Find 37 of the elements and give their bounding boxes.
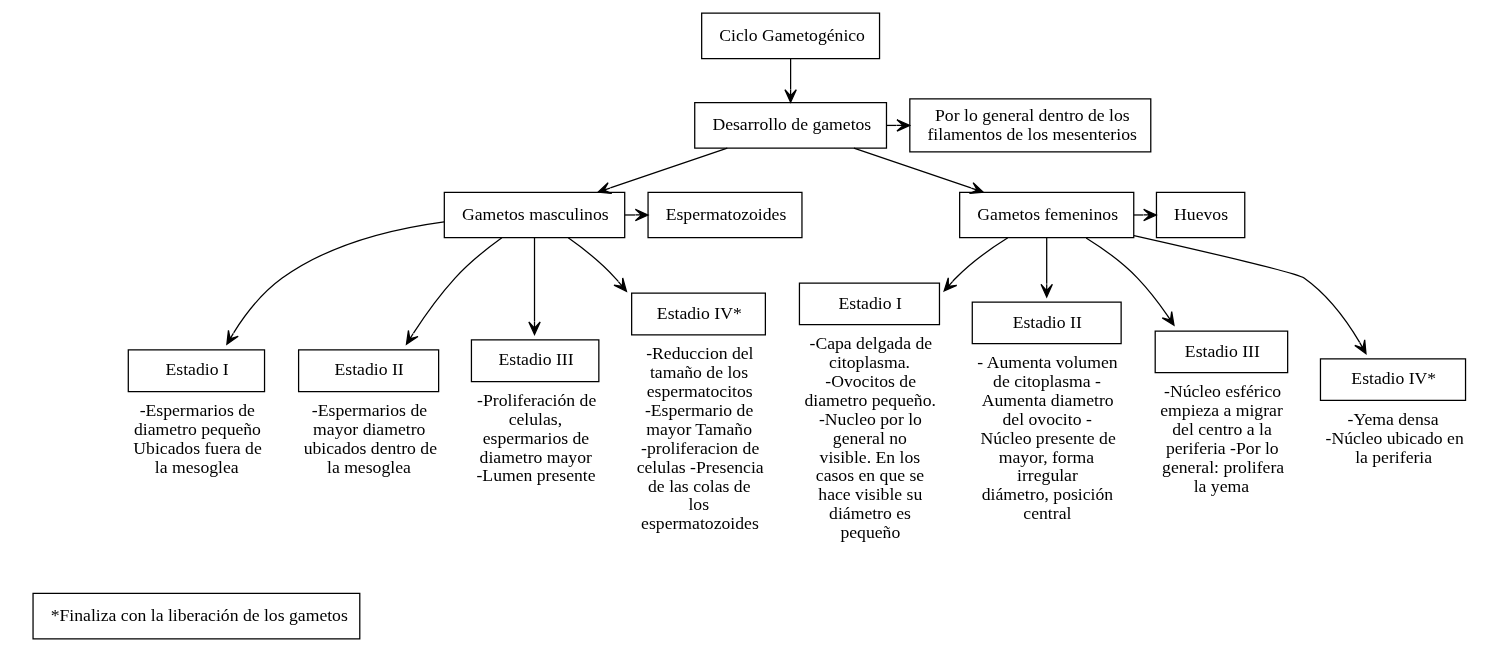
node-box: Estadio I — [798, 282, 941, 326]
node-label: -Capa delgada de citoplasma. -Ovocitos de diametro pequeño. -Nucleo por lo general no visible. En los casos en que se hace visible su diámetro es pequeño — [804, 332, 936, 543]
node-box: Desarrollo de gametos — [694, 102, 888, 149]
arrow — [943, 237, 1009, 292]
node-box: Ciclo Gametogénico — [701, 12, 881, 60]
node-box: Por lo general dentro de los filamentos de los mesenterios — [909, 98, 1152, 153]
node-box: Estadio III — [1154, 330, 1289, 374]
node-label: -Proliferación de celulas, espermarios de diametro mayor -Lumen presente — [476, 389, 597, 486]
arrow — [1040, 237, 1053, 298]
node-box: Estadio II — [971, 301, 1122, 345]
node-box: Gametos femeninos — [959, 191, 1135, 239]
arrow — [784, 58, 797, 103]
node-label: -Núcleo esférico empieza a migrar del centro a la periferia -Por lo general: prolifera la yema — [1160, 380, 1285, 496]
arrow — [528, 237, 541, 336]
node-box: Espermatozoides — [647, 191, 803, 239]
arrow — [597, 147, 728, 195]
node-label: -Espermarios de mayor diametro ubicados dentro de la mesoglea — [303, 399, 438, 477]
arrow — [226, 221, 445, 345]
node-box: Estadio II — [297, 349, 440, 393]
arrow — [1133, 208, 1157, 222]
node-box: Estadio III — [470, 339, 600, 383]
node-box: Estadio IV* — [1319, 358, 1467, 402]
node-box: Huevos — [1155, 191, 1246, 239]
arrow — [1085, 237, 1175, 326]
node-label: -Yema densa -Núcleo ubicado en la periferia — [1325, 408, 1464, 467]
node-box: *Finaliza con la liberación de los gametos — [32, 592, 361, 640]
arrow — [853, 147, 984, 195]
arrow — [624, 208, 649, 222]
node-label: -Reduccion del tamaño de los espermatocitos -Espermario de mayor Tamaño -proliferacion de celulas -Presencia de las colas de los espermatozoides — [636, 343, 764, 534]
node-box: Gametos masculinos — [443, 191, 626, 239]
arrow — [405, 237, 503, 345]
arrow — [567, 237, 628, 292]
node-box: Estadio I — [127, 349, 266, 393]
node-box: Estadio IV* — [631, 292, 766, 336]
node-label: - Aumenta volumen de citoplasma - Aumenta diametro del ovocito - Núcleo presente de mayor, forma irregular diámetro, posición central — [977, 351, 1118, 524]
node-label: -Espermarios de diametro pequeño Ubicados fuera de la mesoglea — [133, 399, 262, 477]
arrow — [1133, 234, 1367, 355]
